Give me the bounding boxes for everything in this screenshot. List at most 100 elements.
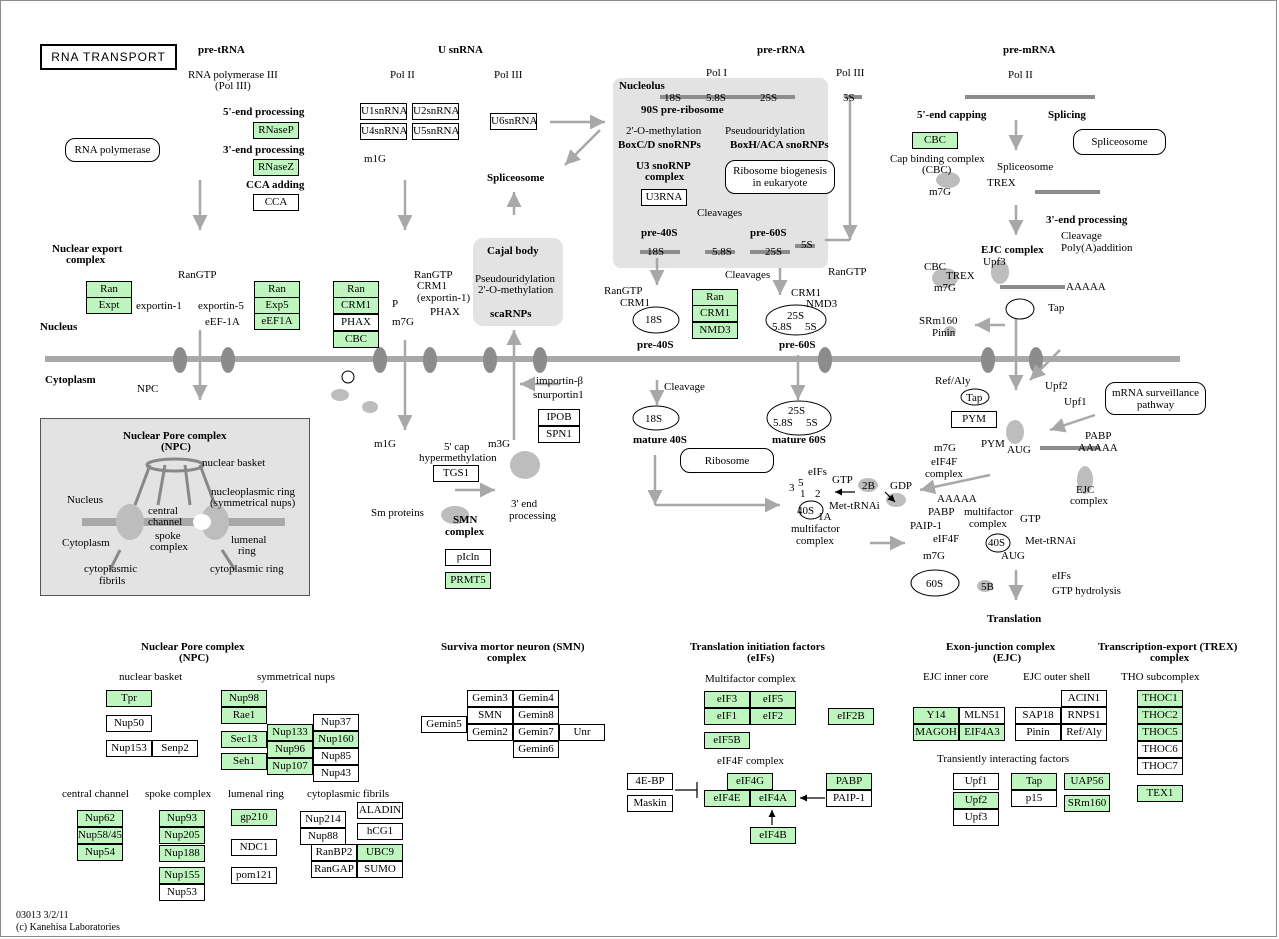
gene-p15[interactable]: p15: [1011, 790, 1057, 807]
gene-nup53[interactable]: Nup53: [159, 884, 205, 901]
gene-cca[interactable]: CCA: [253, 194, 299, 211]
gene-4ebp[interactable]: 4E-BP: [627, 773, 673, 790]
gene-cbc-top[interactable]: CBC: [912, 132, 958, 149]
gene-ubc9[interactable]: UBC9: [357, 844, 403, 861]
gene-crm1-c[interactable]: CRM1: [333, 297, 379, 314]
gene-nup54[interactable]: Nup54: [77, 844, 123, 861]
gene-eif4g[interactable]: eIF4G: [727, 773, 773, 790]
gene-spn1[interactable]: SPN1: [538, 426, 580, 443]
gene-nup50[interactable]: Nup50: [106, 715, 152, 732]
gene-upf1[interactable]: Upf1: [953, 773, 999, 790]
gene-gemin8[interactable]: Gemin8: [513, 707, 559, 724]
gene-smn[interactable]: SMN: [467, 707, 513, 724]
gene-ran-c[interactable]: Ran: [333, 281, 379, 298]
gene-upf2[interactable]: Upf2: [953, 792, 999, 809]
gene-nup5845[interactable]: Nup58/45: [77, 827, 123, 844]
gene-eif5[interactable]: eIF5: [750, 691, 796, 708]
gene-tex1[interactable]: TEX1: [1137, 785, 1183, 802]
gene-sec13[interactable]: Sec13: [221, 731, 267, 748]
gene-eif3[interactable]: eIF3: [704, 691, 750, 708]
gene-phax[interactable]: PHAX: [333, 314, 379, 331]
gene-rnasez[interactable]: RNaseZ: [253, 159, 299, 176]
gene-pinin[interactable]: Pinin: [1015, 724, 1061, 741]
gene-u2snrna[interactable]: U2snRNA: [412, 103, 459, 120]
gene-gemin5[interactable]: Gemin5: [421, 716, 467, 733]
gene-expt[interactable]: Expt: [86, 297, 132, 314]
gene-sumo[interactable]: SUMO: [357, 861, 403, 878]
gene-eif1[interactable]: eIF1: [704, 708, 750, 725]
gene-thoc7[interactable]: THOC7: [1137, 758, 1183, 775]
gene-sap18[interactable]: SAP18: [1015, 707, 1061, 724]
gene-tap[interactable]: Tap: [1011, 773, 1057, 790]
gene-ipob[interactable]: IPOB: [538, 409, 580, 426]
gene-nup153[interactable]: Nup153: [106, 740, 152, 757]
gene-tpr[interactable]: Tpr: [106, 690, 152, 707]
gene-nup107[interactable]: Nup107: [267, 758, 313, 775]
gene-mln51[interactable]: MLN51: [959, 707, 1005, 724]
gene-upf3[interactable]: Upf3: [953, 809, 999, 826]
rna-polymerase-link[interactable]: RNA polymerase: [65, 138, 160, 162]
gene-acin1[interactable]: ACIN1: [1061, 690, 1107, 707]
gene-nup205[interactable]: Nup205: [159, 827, 205, 844]
gene-prmt5[interactable]: PRMT5: [445, 572, 491, 589]
gene-nup43[interactable]: Nup43: [313, 765, 359, 782]
gene-gemin3[interactable]: Gemin3: [467, 690, 513, 707]
gene-gemin6[interactable]: Gemin6: [513, 741, 559, 758]
gene-ran-b[interactable]: Ran: [254, 281, 300, 298]
gene-eif4e[interactable]: eIF4E: [704, 790, 750, 807]
gene-tgs1[interactable]: TGS1: [433, 465, 479, 482]
gene-unr[interactable]: Unr: [559, 724, 605, 741]
gene-magoh[interactable]: MAGOH: [913, 724, 959, 741]
gene-u6snrna[interactable]: U6snRNA: [490, 113, 537, 130]
gene-nup155[interactable]: Nup155: [159, 867, 205, 884]
gene-nup37[interactable]: Nup37: [313, 714, 359, 731]
gene-senp2[interactable]: Senp2: [152, 740, 198, 757]
gene-nup214[interactable]: Nup214: [300, 811, 346, 828]
gene-rangap[interactable]: RanGAP: [311, 861, 357, 878]
gene-maskin[interactable]: Maskin: [627, 795, 673, 812]
gene-cbc-c[interactable]: CBC: [333, 331, 379, 348]
gene-nup93[interactable]: Nup93: [159, 810, 205, 827]
gene-ran-d[interactable]: Ran: [692, 289, 738, 306]
gene-refaly[interactable]: Ref/Aly: [1061, 724, 1107, 741]
gene-eif5b[interactable]: eIF5B: [704, 732, 750, 749]
gene-aladin[interactable]: ALADIN: [357, 802, 403, 819]
gene-exp5[interactable]: Exp5: [254, 297, 300, 314]
gene-gemin2[interactable]: Gemin2: [467, 724, 513, 741]
gene-eif2b[interactable]: eIF2B: [828, 708, 874, 725]
gene-paip1[interactable]: PAIP-1: [826, 790, 872, 807]
gene-u1snrna[interactable]: U1snRNA: [360, 103, 407, 120]
gene-nup160[interactable]: Nup160: [313, 731, 359, 748]
gene-nup96[interactable]: Nup96: [267, 741, 313, 758]
gene-srm160[interactable]: SRm160: [1064, 795, 1110, 812]
gene-rnasep[interactable]: RNaseP: [253, 122, 299, 139]
spliceosome-link[interactable]: Spliceosome: [1073, 129, 1166, 155]
gene-nup62[interactable]: Nup62: [77, 810, 123, 827]
gene-hcg1[interactable]: hCG1: [357, 823, 403, 840]
ribosome-link[interactable]: Ribosome: [680, 448, 774, 473]
gene-nup88[interactable]: Nup88: [300, 828, 346, 845]
gene-pym[interactable]: PYM: [951, 411, 997, 428]
gene-eef1a[interactable]: eEF1A: [254, 313, 300, 330]
gene-picln[interactable]: pIcln: [445, 549, 491, 566]
gene-u4snrna[interactable]: U4snRNA: [360, 123, 407, 140]
gene-gp210[interactable]: gp210: [231, 809, 277, 826]
gene-ndc1[interactable]: NDC1: [231, 839, 277, 856]
gene-eif4a[interactable]: eIF4A: [750, 790, 796, 807]
gene-thoc6[interactable]: THOC6: [1137, 741, 1183, 758]
gene-y14[interactable]: Y14: [913, 707, 959, 724]
gene-u3rna[interactable]: U3RNA: [641, 189, 687, 206]
gene-eif4b[interactable]: eIF4B: [750, 827, 796, 844]
gene-ran-a[interactable]: Ran: [86, 281, 132, 298]
gene-ranbp2[interactable]: RanBP2: [311, 844, 357, 861]
gene-rae1[interactable]: Rae1: [221, 707, 267, 724]
gene-crm1-d[interactable]: CRM1: [692, 305, 738, 322]
gene-gemin4[interactable]: Gemin4: [513, 690, 559, 707]
gene-thoc1[interactable]: THOC1: [1137, 690, 1183, 707]
gene-nup98[interactable]: Nup98: [221, 690, 267, 707]
gene-uap56[interactable]: UAP56: [1064, 773, 1110, 790]
gene-pabp[interactable]: PABP: [826, 773, 872, 790]
gene-eif2[interactable]: eIF2: [750, 708, 796, 725]
